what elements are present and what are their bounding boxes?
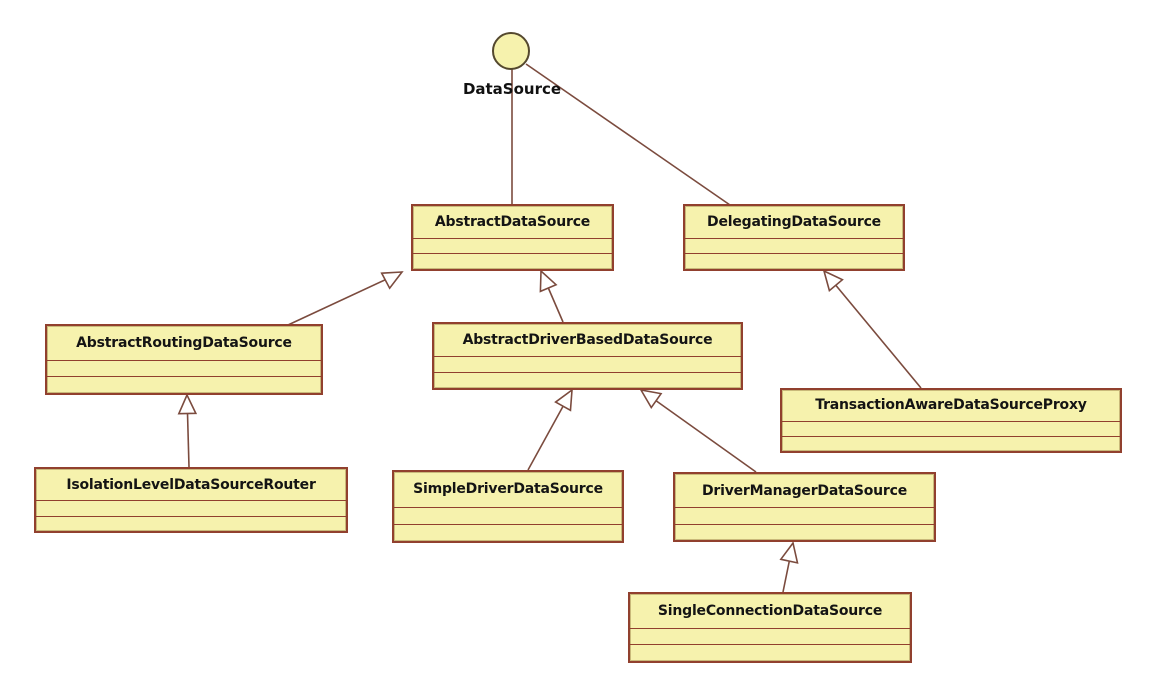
methods-compartment [675, 523, 934, 541]
class-name: DriverManagerDataSource [701, 482, 908, 499]
generalization-arrowhead-icon [177, 393, 198, 415]
class-name: AbstractRoutingDataSource [76, 334, 292, 351]
class-box-transaction-aware-data-source-proxy: TransactionAwareDataSourceProxy [780, 388, 1122, 453]
interface-label: DataSource [462, 80, 562, 98]
generalization-arrowhead-icon [554, 388, 573, 412]
class-name: AbstractDataSource [434, 213, 591, 230]
class-box-simple-driver-data-source: SimpleDriverDataSource [392, 470, 624, 543]
attributes-compartment [47, 359, 321, 377]
attributes-compartment [675, 507, 934, 524]
methods-compartment [47, 376, 321, 393]
class-box-isolation-level-data-source-router: IsolationLevelDataSourceRouter [34, 467, 348, 533]
class-box-driver-manager-data-source: DriverManagerDataSource [673, 472, 936, 542]
generalization-arrowhead-icon [639, 388, 663, 410]
generalization-arrowhead-icon [539, 269, 558, 293]
methods-compartment [685, 253, 903, 269]
methods-compartment [36, 515, 346, 532]
generalization-line-drivermanager [640, 389, 757, 473]
methods-compartment [782, 435, 1120, 451]
methods-compartment [394, 523, 622, 541]
generalization-line-abstractrouting [287, 271, 403, 326]
attributes-compartment [36, 500, 346, 516]
class-name: IsolationLevelDataSourceRouter [66, 476, 316, 493]
class-name: AbstractDriverBasedDataSource [462, 332, 713, 348]
class-name: DelegatingDataSource [707, 213, 881, 230]
generalization-arrowhead-icon [779, 541, 799, 564]
attributes-compartment [685, 237, 903, 254]
generalization-arrowhead-icon [380, 271, 404, 290]
generalization-line-transactionaware [823, 270, 922, 389]
class-box-abstract-driver-based-data-source: AbstractDriverBasedDataSource [432, 322, 743, 390]
attributes-compartment [413, 237, 612, 254]
realization-line-delegatingdatasource [525, 63, 731, 206]
interface-lollipop-icon [492, 32, 530, 70]
attributes-compartment [434, 356, 741, 372]
class-name: SimpleDriverDataSource [413, 481, 603, 498]
methods-compartment [413, 253, 612, 269]
class-name: TransactionAwareDataSourceProxy [815, 397, 1087, 414]
attributes-compartment [630, 627, 910, 645]
class-box-abstract-data-source: AbstractDataSource [411, 204, 614, 271]
methods-compartment [630, 644, 910, 661]
class-box-delegating-data-source: DelegatingDataSource [683, 204, 905, 271]
attributes-compartment [782, 420, 1120, 436]
attributes-compartment [394, 506, 622, 524]
class-box-single-connection-data-source: SingleConnectionDataSource [628, 592, 912, 663]
class-box-abstract-routing-data-source: AbstractRoutingDataSource [45, 324, 323, 395]
methods-compartment [434, 372, 741, 388]
class-name: SingleConnectionDataSource [657, 602, 883, 619]
generalization-arrowhead-icon [822, 269, 844, 293]
